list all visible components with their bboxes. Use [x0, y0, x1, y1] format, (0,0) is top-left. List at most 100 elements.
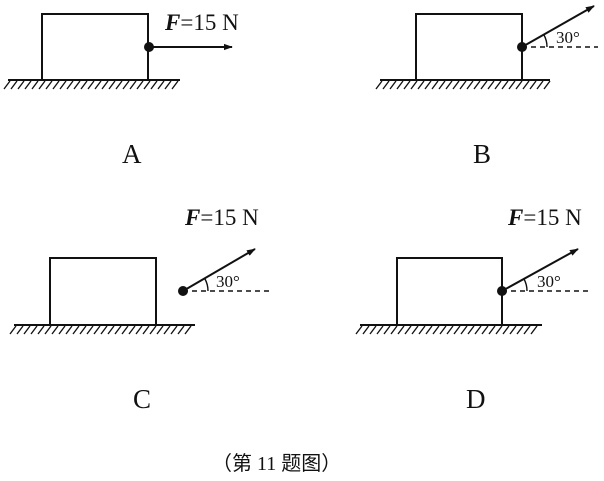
force-arrow-c — [182, 248, 256, 292]
block-a — [41, 13, 149, 81]
ground-hatch — [369, 325, 377, 335]
ground-hatch — [445, 80, 453, 90]
ground-hatch — [396, 80, 404, 90]
application-point-b — [517, 42, 527, 52]
ground-hatch — [522, 80, 530, 90]
ground-hatch — [17, 80, 25, 90]
angle-label-b: 30° — [556, 28, 580, 47]
force-label-d: F=15 N — [507, 205, 582, 230]
angle-label-d: 30° — [537, 272, 561, 291]
ground-a — [3, 79, 180, 90]
force-label-a: F=15 N — [164, 10, 239, 35]
ground-hatch — [418, 325, 426, 335]
panel-a: F=15 N A — [3, 10, 239, 169]
ground-hatch — [171, 80, 179, 90]
ground-hatch — [16, 325, 24, 335]
ground-hatch — [515, 80, 523, 90]
ground-hatch — [94, 80, 102, 90]
ground-hatch — [23, 325, 31, 335]
ground-hatch — [30, 325, 38, 335]
ground-hatch — [121, 325, 129, 335]
ground-hatch — [516, 325, 524, 335]
application-point-d — [497, 286, 507, 296]
ground-hatch — [425, 325, 433, 335]
block-b — [415, 13, 523, 81]
ground-hatch — [424, 80, 432, 90]
ground-b — [375, 79, 551, 90]
block-c — [49, 257, 157, 326]
ground-hatch — [100, 325, 108, 335]
ground-hatch — [128, 325, 136, 335]
ground-hatch — [87, 80, 95, 90]
ground-hatch — [411, 325, 419, 335]
block-d — [396, 257, 503, 326]
angle-arc-d — [523, 278, 528, 292]
ground-hatch — [487, 80, 495, 90]
ground-c — [9, 324, 195, 335]
ground-hatch — [523, 325, 531, 335]
ground-hatch — [37, 325, 45, 335]
ground-hatch — [31, 80, 39, 90]
option-label-d: D — [466, 384, 486, 414]
application-point-c — [178, 286, 188, 296]
panel-d: 30° F=15 N D — [355, 205, 589, 414]
ground-hatch — [453, 325, 461, 335]
ground-hatch — [9, 325, 17, 335]
ground-hatch — [114, 325, 122, 335]
ground-hatch — [58, 325, 66, 335]
ground-hatch — [79, 325, 87, 335]
ground-hatch — [376, 325, 384, 335]
ground-hatch — [375, 80, 383, 90]
ground-hatch — [143, 80, 151, 90]
option-label-b: B — [473, 139, 491, 169]
ground-hatch — [142, 325, 150, 335]
force-arrow-b — [521, 5, 595, 48]
ground-hatch — [156, 325, 164, 335]
ground-hatch — [438, 80, 446, 90]
ground-hatch — [355, 325, 363, 335]
ground-hatch — [509, 325, 517, 335]
ground-hatch — [460, 325, 468, 335]
ground-hatch — [163, 325, 171, 335]
ground-hatch — [24, 80, 32, 90]
ground-hatch — [80, 80, 88, 90]
ground-hatch — [382, 80, 390, 90]
ground-hatch — [466, 80, 474, 90]
ground-hatch — [129, 80, 137, 90]
ground-hatch — [529, 80, 537, 90]
ground-hatch — [488, 325, 496, 335]
ground-hatch — [404, 325, 412, 335]
ground-hatch — [65, 325, 73, 335]
ground-hatch — [383, 325, 391, 335]
ground-hatch — [93, 325, 101, 335]
ground-hatch — [135, 325, 143, 335]
ground-hatch — [410, 80, 418, 90]
ground-hatch — [530, 325, 538, 335]
ground-hatch — [108, 80, 116, 90]
ground-hatch — [459, 80, 467, 90]
ground-hatch — [543, 80, 551, 90]
ground-hatch — [473, 80, 481, 90]
panel-c: 30° F=15 N C — [9, 205, 270, 414]
ground-hatch — [397, 325, 405, 335]
angle-arc-c — [204, 278, 209, 292]
ground-hatch — [452, 80, 460, 90]
ground-hatch — [115, 80, 123, 90]
ground-hatch — [474, 325, 482, 335]
panel-b: 30° B — [375, 5, 598, 169]
option-label-a: A — [122, 139, 142, 169]
ground-hatch — [44, 325, 52, 335]
ground-hatch — [446, 325, 454, 335]
ground-hatch — [494, 80, 502, 90]
ground-hatch — [101, 80, 109, 90]
ground-hatch — [3, 80, 11, 90]
ground-hatch — [362, 325, 370, 335]
ground-hatch — [73, 80, 81, 90]
ground-hatch — [439, 325, 447, 335]
ground-hatch — [501, 80, 509, 90]
ground-hatch — [51, 325, 59, 335]
ground-hatch — [536, 80, 544, 90]
angle-arc-b — [543, 34, 548, 48]
